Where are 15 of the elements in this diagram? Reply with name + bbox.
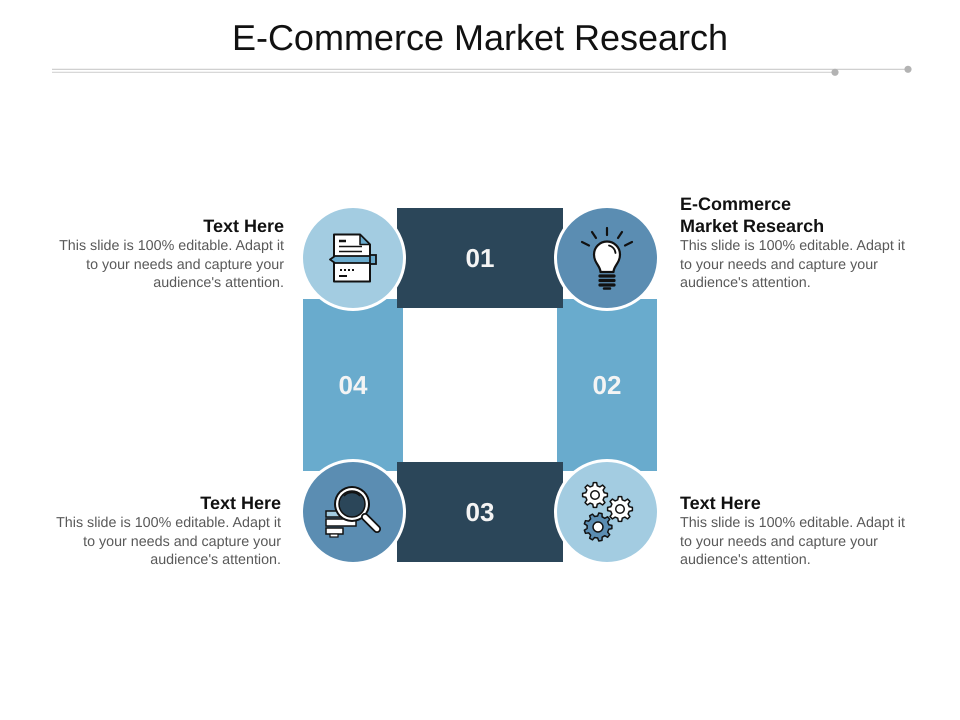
- step-heading: Text Here: [200, 492, 281, 514]
- step-number: 03: [466, 497, 494, 527]
- step-band: [397, 208, 563, 308]
- step-band: [397, 462, 563, 562]
- step-number: 01: [466, 243, 494, 273]
- step-number: 04: [338, 370, 368, 400]
- step-heading: Text Here: [203, 215, 284, 237]
- step-description: This slide is 100% editable. Adapt it to your needs and capture your audience's attention.: [680, 514, 906, 570]
- step-description: This slide is 100% editable. Adapt it to your needs and capture your audience's attention.: [58, 237, 284, 292]
- step-description: This slide is 100% editable. Adapt it to your needs and capture your audience's attention.: [55, 514, 281, 570]
- step-heading: Text Here: [680, 492, 761, 514]
- step-description: This slide is 100% editable. Adapt it to your needs and capture your audience's attention.: [680, 237, 906, 292]
- step-heading: E-Commerce Market Research: [680, 193, 826, 237]
- step-number: 02: [592, 370, 622, 400]
- page-title: E-Commerce Market Research: [232, 16, 728, 60]
